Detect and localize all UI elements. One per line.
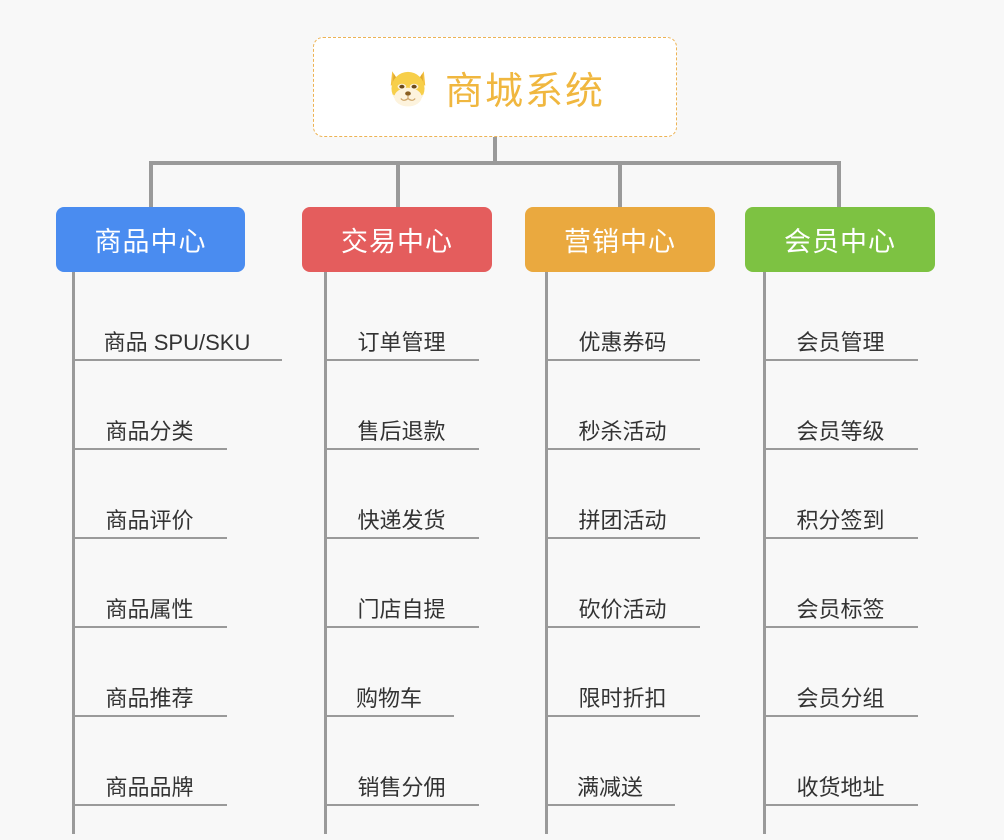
shiba-dog-face-icon xyxy=(385,64,431,110)
leaf-label: 优惠券码 xyxy=(578,329,667,355)
leaf-label: 商品推荐 xyxy=(105,685,194,711)
branch-node-营销中心[interactable]: 营销中心 xyxy=(525,207,715,272)
leaf-item[interactable]: 快递发货 xyxy=(324,450,479,539)
leaf-item[interactable]: 商品品牌 xyxy=(72,717,227,806)
connector-drop-4 xyxy=(837,161,841,207)
leaf-spine-1 xyxy=(72,272,75,834)
leaf-label: 满减送 xyxy=(576,774,643,800)
leaf-item[interactable]: 商品分类 xyxy=(72,361,227,450)
leaf-item[interactable]: 会员管理 xyxy=(763,272,918,361)
leaf-item[interactable]: 秒杀活动 xyxy=(545,361,700,450)
leaf-item[interactable]: 售后退款 xyxy=(324,361,479,450)
leaf-label: 商品品牌 xyxy=(105,774,194,800)
leaf-item[interactable]: 砍价活动 xyxy=(545,539,700,628)
leaf-item[interactable]: 订单管理 xyxy=(324,272,479,361)
leaf-item[interactable]: 商品推荐 xyxy=(72,628,227,717)
leaf-spine-4 xyxy=(763,272,766,834)
leaf-label: 购物车 xyxy=(355,685,422,711)
leaf-item[interactable]: 拼团活动 xyxy=(545,450,700,539)
leaf-label: 拼团活动 xyxy=(578,507,667,533)
branch-label: 营销中心 xyxy=(564,227,676,257)
leaf-label: 快递发货 xyxy=(357,507,446,533)
leaf-item[interactable]: 商品 SPU/SKU xyxy=(72,272,282,361)
leaf-spine-2 xyxy=(324,272,327,834)
connector-drop-1 xyxy=(149,161,153,207)
leaf-label: 商品分类 xyxy=(105,418,194,444)
leaf-item[interactable]: 门店自提 xyxy=(324,539,479,628)
root-node[interactable]: 商城系统 xyxy=(313,37,677,137)
leaf-item[interactable]: 优惠券码 xyxy=(545,272,700,361)
leaf-label: 会员分组 xyxy=(796,685,885,711)
branch-node-会员中心[interactable]: 会员中心 xyxy=(745,207,935,272)
leaf-label: 砍价活动 xyxy=(578,596,667,622)
leaf-item[interactable]: 商品属性 xyxy=(72,539,227,628)
leaf-item[interactable]: 商品评价 xyxy=(72,450,227,539)
leaf-label: 售后退款 xyxy=(357,418,446,444)
connector-horizontal-bus xyxy=(149,161,841,165)
leaf-item[interactable]: 购物车 xyxy=(324,628,454,717)
leaf-item[interactable]: 会员分组 xyxy=(763,628,918,717)
leaf-label: 会员等级 xyxy=(796,418,885,444)
leaf-label: 会员标签 xyxy=(796,596,885,622)
leaf-label: 商品评价 xyxy=(105,507,194,533)
leaf-label: 商品属性 xyxy=(105,596,194,622)
leaf-item[interactable]: 积分签到 xyxy=(763,450,918,539)
connector-drop-3 xyxy=(618,161,622,207)
leaf-label: 限时折扣 xyxy=(578,685,667,711)
leaf-item[interactable]: 会员标签 xyxy=(763,539,918,628)
leaf-spine-3 xyxy=(545,272,548,834)
leaf-label: 商品 SPU/SKU xyxy=(103,329,251,355)
leaf-label: 销售分佣 xyxy=(357,774,446,800)
leaf-label: 收货地址 xyxy=(796,774,885,800)
leaf-label: 秒杀活动 xyxy=(578,418,667,444)
connector-root-stem xyxy=(493,137,497,164)
leaf-label: 订单管理 xyxy=(357,329,446,355)
leaf-item[interactable]: 限时折扣 xyxy=(545,628,700,717)
branch-node-商品中心[interactable]: 商品中心 xyxy=(56,207,245,272)
connector-drop-2 xyxy=(396,161,400,207)
leaf-item[interactable]: 满减送 xyxy=(545,717,675,806)
branch-label: 会员中心 xyxy=(784,227,896,257)
leaf-item[interactable]: 会员等级 xyxy=(763,361,918,450)
leaf-item[interactable]: 收货地址 xyxy=(763,717,918,806)
leaf-label: 门店自提 xyxy=(357,596,446,622)
leaf-label: 积分签到 xyxy=(796,507,885,533)
root-title: 商城系统 xyxy=(444,70,605,113)
branch-node-交易中心[interactable]: 交易中心 xyxy=(302,207,492,272)
leaf-label: 会员管理 xyxy=(796,329,885,355)
branch-label: 商品中心 xyxy=(94,227,207,257)
leaf-item[interactable]: 销售分佣 xyxy=(324,717,479,806)
branch-label: 交易中心 xyxy=(341,227,453,257)
